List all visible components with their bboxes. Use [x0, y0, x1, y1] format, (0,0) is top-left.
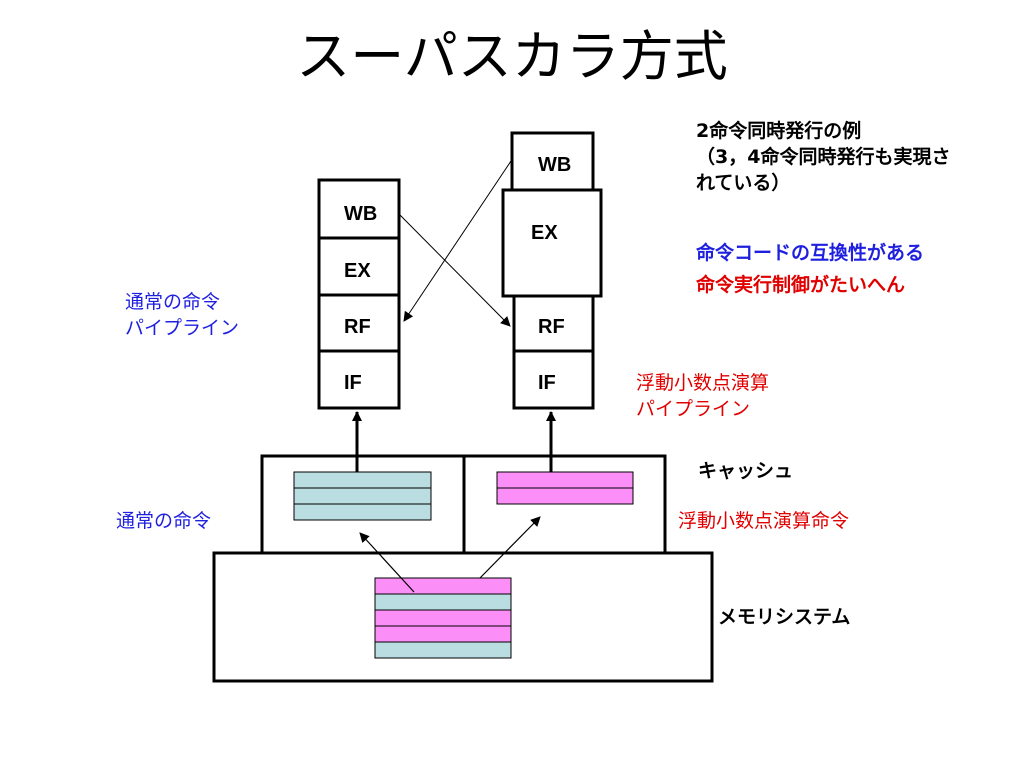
slide-title: スーパスカラ方式 [296, 25, 728, 88]
normal-pipeline-label-line-2: パイプライン [125, 317, 240, 339]
fp-stage-ex: EX [531, 222, 558, 244]
cache-normal-instructions [293, 471, 432, 521]
memory-to-fp-cache-arrow [479, 516, 541, 579]
memory-to-normal-cache-arrow [359, 532, 415, 593]
memory-fp-slot [374, 625, 512, 643]
cache-fp-instr-label: 浮動小数点演算命令 [678, 510, 850, 532]
cache-normal-slot [293, 471, 432, 489]
memory-label: メモリシステム [718, 606, 851, 628]
fp-stage-wb-box [510, 131, 595, 192]
memory-fp-slot [374, 609, 512, 627]
point-compat: 命令コードの互換性がある [696, 242, 925, 264]
fp-stage-if: IF [538, 372, 556, 394]
fp-pipeline-label-line-1: 浮動小数点演算 [636, 372, 770, 394]
note-line-2: （3，4命令同時発行も実現さ [696, 146, 951, 168]
normal-stage-if: IF [344, 372, 362, 394]
normal-stage-ex: EX [344, 260, 371, 282]
fp-pipeline [501, 131, 603, 410]
cache-fp-instructions [496, 471, 634, 505]
point-control: 命令実行制御がたいへん [696, 274, 906, 296]
cache-normal-instr-label: 通常の命令 [116, 510, 212, 532]
cache-fp-slot [496, 471, 634, 489]
normal-pipeline-label: 通常の命令 パイプライン [125, 289, 239, 341]
normal-wb-to-fp-rf-arrow [398, 213, 511, 327]
fp-stage-rf: RF [538, 316, 565, 338]
cache-normal-slot [293, 503, 432, 521]
normal-pipeline [317, 178, 401, 410]
note-text: 2命令同時発行の例 （3，4命令同時発行も実現さ れている） [696, 118, 950, 196]
note-line-3: れている） [696, 172, 791, 194]
fp-stage-wb: WB [538, 154, 572, 176]
cache-normal-slot [293, 487, 432, 505]
memory-normal-slot [374, 641, 512, 659]
memory-fp-slot [374, 577, 512, 595]
fp-wb-to-normal-rf-arrow [403, 157, 514, 322]
memory-normal-slot [374, 593, 512, 611]
fp-pipeline-label: 浮動小数点演算 パイプライン [636, 370, 769, 422]
normal-stage-wb: WB [344, 203, 378, 225]
fp-pipeline-label-line-2: パイプライン [636, 398, 751, 420]
cache-label: キャッシュ [698, 460, 794, 482]
normal-pipeline-label-line-1: 通常の命令 [125, 291, 221, 313]
memory-instruction-stack [374, 577, 512, 659]
note-line-1: 2命令同時発行の例 [696, 120, 862, 142]
normal-stage-rf: RF [344, 316, 371, 338]
cache-fp-slot [496, 487, 634, 505]
